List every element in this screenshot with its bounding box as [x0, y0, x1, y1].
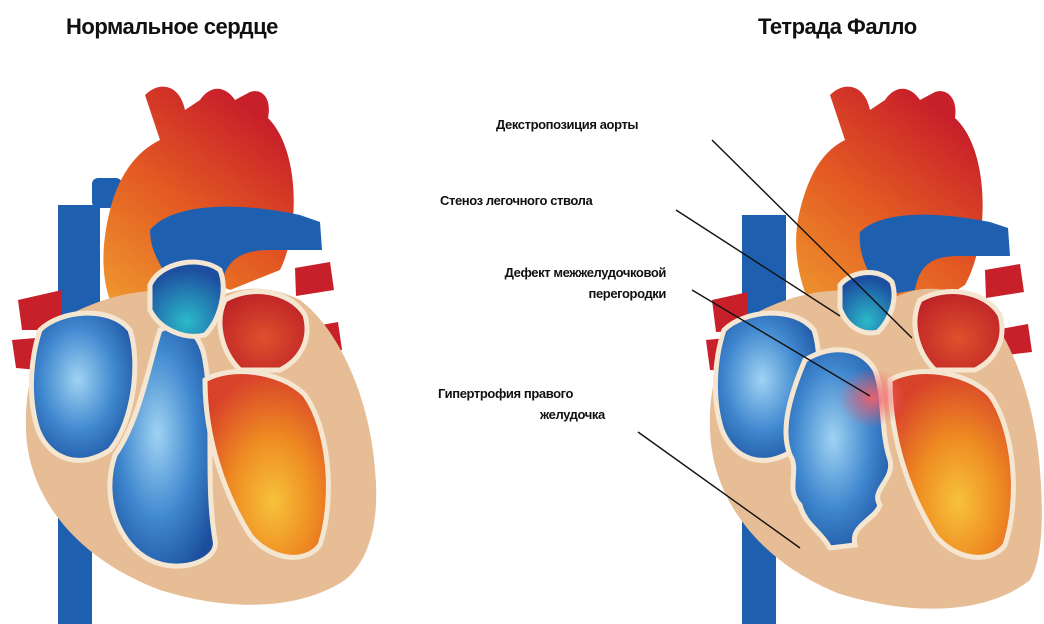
left-atrium	[915, 292, 1002, 370]
rvh-label-line1: Гипертрофия правого	[438, 383, 605, 404]
normal-heart-illustration	[12, 87, 376, 624]
tetralogy-heart-illustration	[706, 87, 1042, 624]
septal-defect-mixing	[838, 368, 906, 428]
normal-heart-title: Нормальное сердце	[66, 14, 278, 40]
dextroposition-label: Декстропозиция аорты	[496, 114, 638, 135]
left-atrium	[220, 292, 307, 370]
rvh-label: Гипертрофия правого желудочка	[438, 383, 605, 425]
right-atrium	[31, 313, 134, 460]
vsd-label: Дефект межжелудочковой перегородки	[505, 262, 666, 304]
rvh-label-line2: желудочка	[438, 404, 605, 425]
tetralogy-title: Тетрада Фалло	[758, 14, 917, 40]
vsd-label-line2: перегородки	[505, 283, 666, 304]
stenosis-label: Стеноз легочного ствола	[440, 190, 592, 211]
vsd-label-line1: Дефект межжелудочковой	[505, 262, 666, 283]
